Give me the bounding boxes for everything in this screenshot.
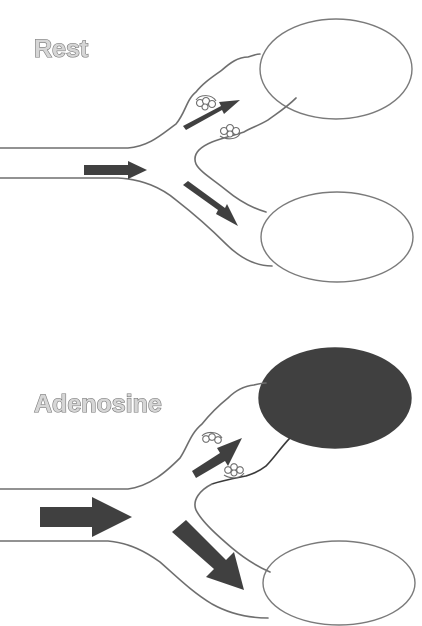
sphincter-lower-adenosine (224, 464, 244, 478)
flow-arrows-adenosine (40, 438, 244, 590)
vessel-outline-rest (0, 54, 296, 266)
sphincter-upper-adenosine (202, 432, 222, 443)
flow-arrows-rest (84, 100, 240, 226)
sphincter-lower-rest (220, 125, 240, 139)
vessel-outline-adenosine (0, 383, 290, 618)
panel-rest: Rest (0, 19, 413, 282)
lower-branch-arrow-rest (183, 181, 238, 226)
trunk-arrow-adenosine (40, 497, 132, 537)
lower-cell-rest (261, 192, 413, 282)
upper-cell-adenosine (259, 348, 411, 448)
panel-label-rest: Rest (34, 35, 89, 63)
upper-cell-rest (260, 19, 412, 119)
lower-branch-arrow-adenosine (172, 520, 244, 590)
lower-cell-adenosine (263, 541, 415, 625)
panel-adenosine: Adenosine (0, 348, 415, 625)
panel-label-adenosine: Adenosine (34, 390, 162, 418)
sphincter-upper-rest (196, 96, 216, 110)
trunk-arrow-rest (84, 161, 147, 179)
